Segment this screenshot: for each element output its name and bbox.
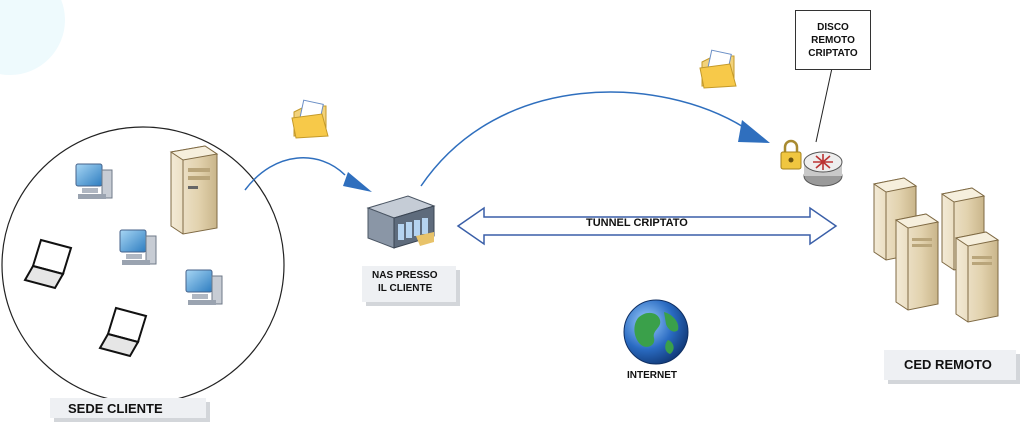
arrow-head-remote: [738, 120, 770, 143]
desktop-computer-icon: [119, 229, 157, 265]
tower-server-icon: [169, 145, 219, 235]
laptop-icon: [98, 306, 148, 358]
tunnel-arrow: [456, 206, 838, 246]
ced-label: CED REMOTO: [904, 357, 992, 372]
arrow-nas-to-remote: [420, 91, 746, 187]
router-icon: [803, 151, 843, 187]
encrypted-disk-callout: DISCO REMOTO CRIPTATO: [795, 10, 871, 70]
callout-line2: REMOTO: [811, 34, 855, 46]
desktop-computer-icon: [185, 269, 223, 305]
nas-label-box: NAS PRESSO IL CLIENTE: [362, 266, 456, 302]
tunnel-label: TUNNEL CRIPTATO: [586, 217, 688, 229]
globe-icon: [623, 299, 689, 365]
tower-server-icon: [894, 213, 940, 311]
nas-label-line2: IL CLIENTE: [378, 283, 433, 294]
nas-device-icon: [366, 195, 436, 249]
tower-server-icon: [954, 231, 1000, 323]
callout-line3: CRIPTATO: [808, 47, 858, 59]
arrow-head-nas: [343, 172, 372, 192]
ced-label-box: CED REMOTO: [884, 350, 1016, 380]
arrow-site-to-nas: [244, 157, 346, 191]
site-label-box: SEDE CLIENTE: [50, 398, 206, 418]
decorative-circle: [0, 0, 65, 75]
callout-line1: DISCO: [817, 21, 849, 33]
padlock-icon: [780, 139, 802, 170]
folder-document-icon: [699, 49, 737, 89]
laptop-icon: [23, 238, 73, 290]
folder-document-icon: [291, 99, 329, 139]
callout-line: [815, 67, 833, 143]
site-label: SEDE CLIENTE: [68, 401, 163, 416]
nas-label-line1: NAS PRESSO: [372, 270, 438, 281]
desktop-computer-icon: [75, 163, 113, 199]
internet-label: INTERNET: [627, 370, 677, 381]
